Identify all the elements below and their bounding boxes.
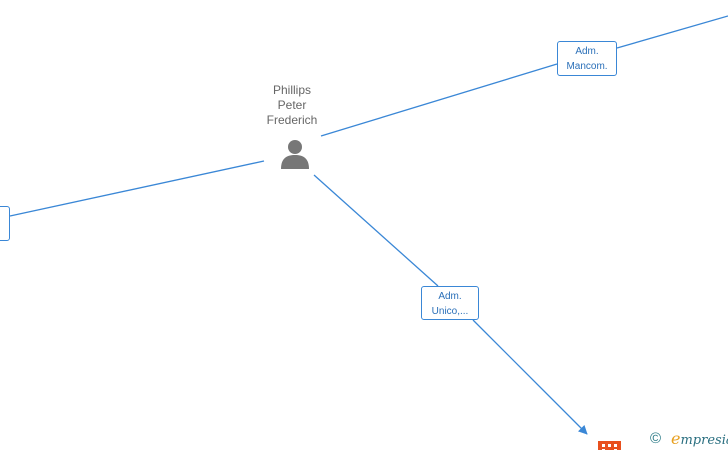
brand-rest: mpresia [680,433,728,448]
edge-mancom-to-offscreen [616,15,728,49]
brand-initial: e [671,429,681,448]
relation-label-line: Mancom. [566,61,608,72]
edge-unico-to-company [472,319,588,435]
person-name-line-3: Frederich [266,113,318,127]
person-name[interactable]: Phillips Peter Frederich [247,83,337,128]
building-icon[interactable] [598,441,621,450]
relation-label-line: Adm. [575,46,599,57]
person-name-line-1: Phillips [272,83,311,97]
relation-label-left-partial[interactable] [0,206,10,241]
person-icon[interactable] [279,139,311,169]
brand-logo: empresia [671,430,728,450]
edge-person-to-left [9,160,265,217]
relation-label-adm-unico[interactable]: Adm. Unico,... [421,286,479,320]
copyright-symbol: © [650,430,662,447]
relation-label-line: Unico,... [431,306,469,317]
relation-label-line: Adm. [438,291,462,302]
person-name-line-2: Peter [277,98,307,112]
edge-person-to-unico [313,174,439,287]
relation-label-adm-mancom[interactable]: Adm. Mancom. [557,41,617,76]
edge-person-to-mancom [320,63,558,137]
